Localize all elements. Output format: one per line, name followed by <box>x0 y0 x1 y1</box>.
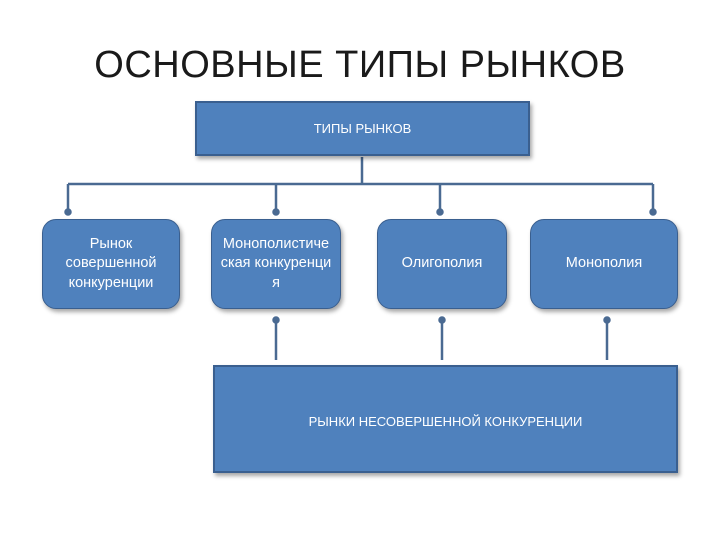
imperfect-competition-box: РЫНКИ НЕСОВЕРШЕННОЙ КОНКУРЕНЦИИ <box>213 365 678 473</box>
market-box-monopolistic-competition: Монополистическая конкуренция <box>211 219 341 309</box>
root-box: ТИПЫ РЫНКОВ <box>195 101 530 156</box>
drop-cap-2 <box>272 208 280 216</box>
market-box-monopoly: Монополия <box>530 219 678 309</box>
drop-cap-3 <box>436 208 444 216</box>
drop-cap-1 <box>64 208 72 216</box>
slide-title: ОСНОВНЫЕ ТИПЫ РЫНКОВ <box>94 44 626 86</box>
market-label: Олигополия <box>401 255 483 272</box>
market-label: Монополистическая конкуренция <box>220 236 332 291</box>
market-box-perfect-competition: Рынок совершенной конкуренции <box>42 219 180 309</box>
drop-cap-4 <box>649 208 657 216</box>
market-box-oligopoly: Олигополия <box>377 219 507 309</box>
link-cap-2 <box>272 316 280 324</box>
link-cap-4 <box>603 316 611 324</box>
root-label: ТИПЫ РЫНКОВ <box>313 121 412 136</box>
market-label: Рынок совершенной конкуренции <box>65 236 157 291</box>
market-label: Монополия <box>565 255 643 272</box>
link-cap-3 <box>438 316 446 324</box>
bottom-label: РЫНКИ НЕСОВЕРШЕННОЙ КОНКУРЕНЦИИ <box>308 413 583 429</box>
